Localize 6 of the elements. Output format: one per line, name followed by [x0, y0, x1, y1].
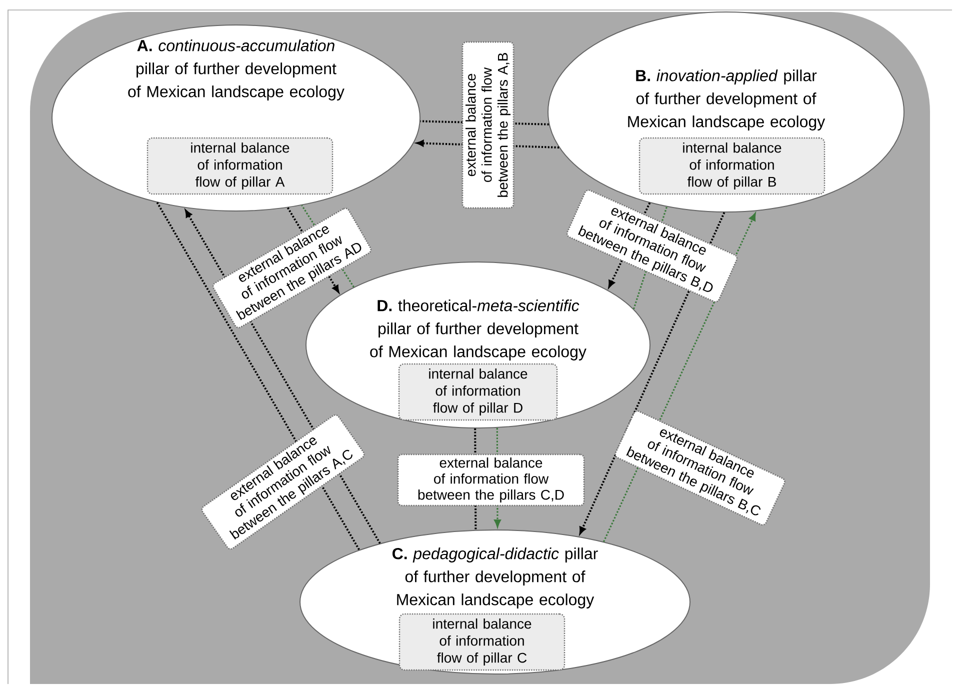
edge-label: external balance of information flow between the pillars C,D — [418, 457, 564, 503]
edge-label: external balance of information flow between the pillars A,B — [465, 53, 511, 197]
balance-box: internal balance of information flow of pillar D — [398, 363, 558, 421]
balance-box: internal balance of information flow of pillar C — [398, 613, 566, 671]
balance-box: internal balance of information flow of pillar A — [146, 137, 334, 195]
balance-box: internal balance of information flow of pillar B — [638, 137, 826, 195]
